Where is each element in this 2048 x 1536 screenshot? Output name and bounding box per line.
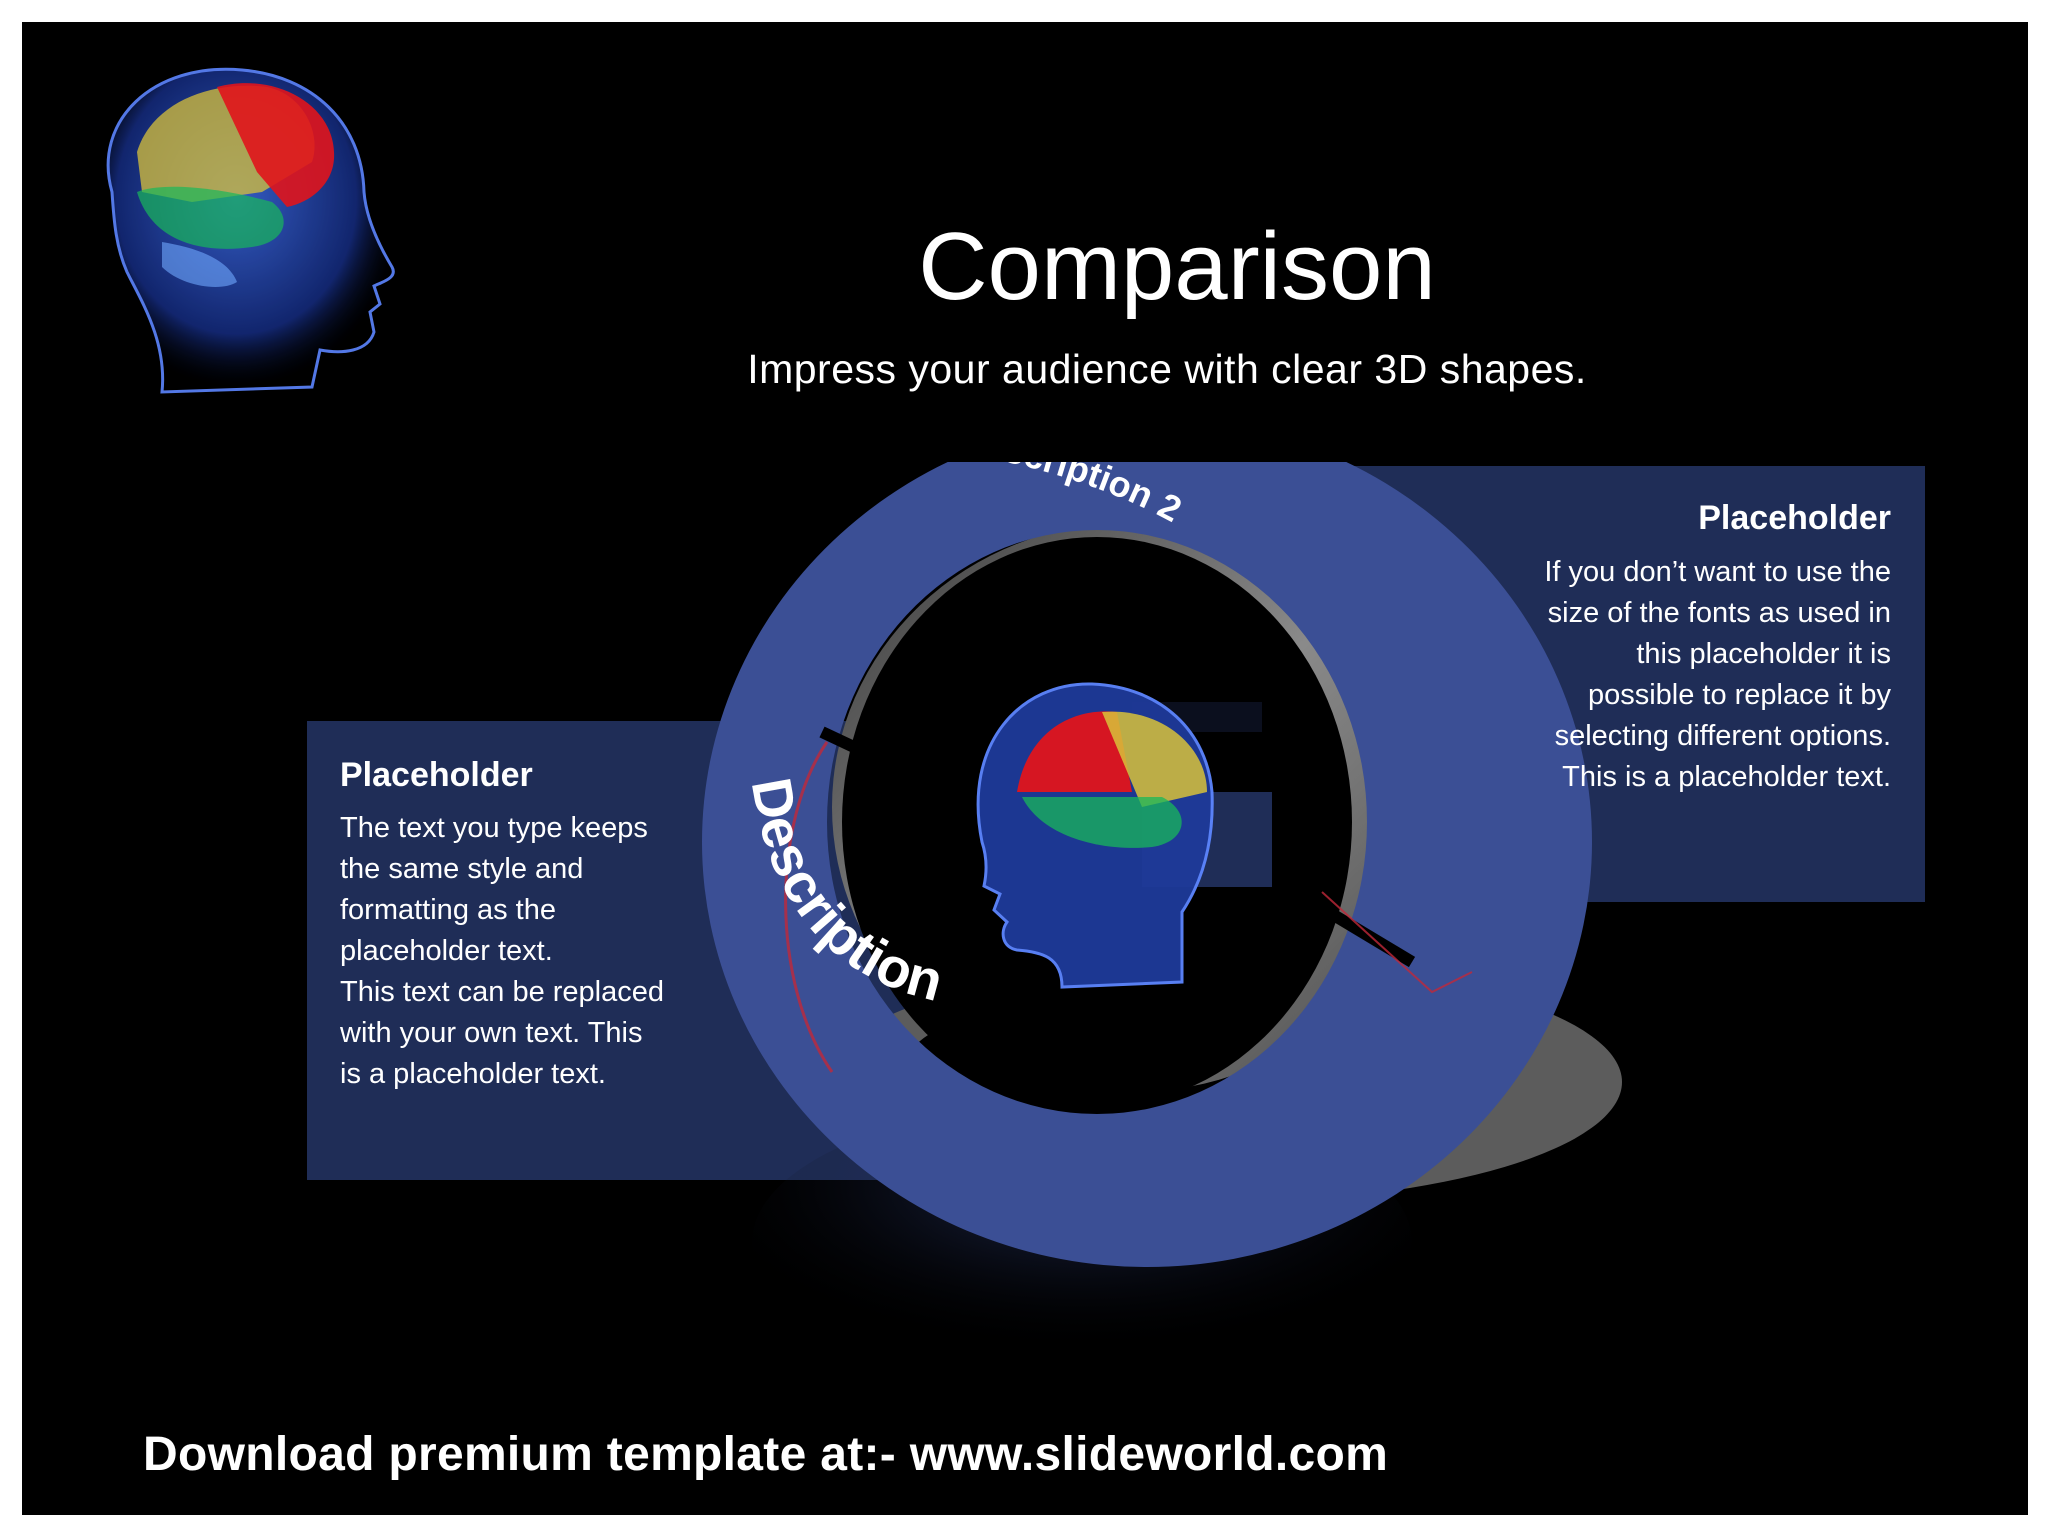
head-brain-icon xyxy=(976,682,1214,989)
ring-shape xyxy=(702,462,1592,1267)
placeholder-left-body: The text you type keeps the same style a… xyxy=(340,812,665,1090)
placeholder-right-body: If you don’t want to use the size of the… xyxy=(1544,556,1891,793)
placeholder-right-heading: Placeholder xyxy=(1698,499,1891,537)
placeholder-left-heading: Placeholder xyxy=(340,756,533,794)
slide-title: Comparison xyxy=(918,213,1436,320)
ring-diagram: Description 2 Description 1 xyxy=(662,462,1622,1382)
head-brain-icon xyxy=(106,67,395,394)
slide: Comparison Impress your audience with cl… xyxy=(22,22,2028,1515)
footer-download-text: Download premium template at:- www.slide… xyxy=(143,1428,1389,1481)
slide-subtitle: Impress your audience with clear 3D shap… xyxy=(747,346,1587,392)
